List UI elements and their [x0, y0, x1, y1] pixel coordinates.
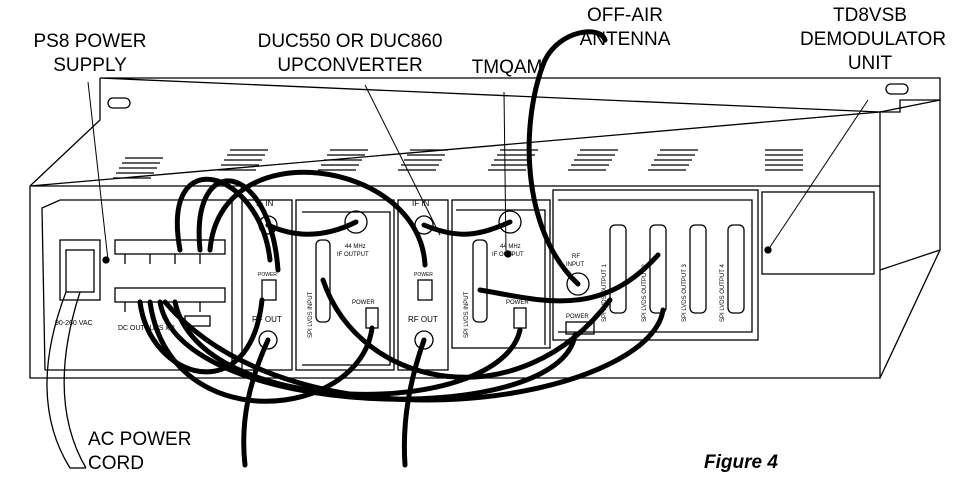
- duc-power-switch: [366, 308, 378, 328]
- ps8-module: [42, 200, 232, 370]
- dc-output-tabs: [125, 254, 200, 264]
- tmqam-if-power-label: POWER: [414, 272, 433, 278]
- spi-lvds-output-2-label: SPI LVDS OUTPUT 2: [642, 264, 648, 322]
- vent-grilles: [113, 150, 803, 178]
- tmqam-if-power-switch: [418, 280, 432, 300]
- tmqam-if-output-label: IF OUTPUT: [492, 252, 524, 258]
- power-supply-voltage-label: 90-260 VAC: [55, 320, 93, 327]
- callout-off-air-antenna: OFF-AIR ANTENNA: [560, 4, 690, 52]
- td8vsb-power-label: POWER: [566, 314, 589, 320]
- callout-ps8-power-supply: PS8 POWER SUPPLY: [25, 30, 155, 78]
- chassis-top: [30, 78, 880, 186]
- spi-lvds-output-4-connector: [728, 225, 744, 313]
- ac-cord-lines: [47, 292, 86, 468]
- tmqam-spi-lvds-input-connector: [473, 240, 487, 322]
- tmqam-spi-lvds-input-label: SPI LVDS INPUT: [464, 291, 470, 338]
- spi-lvds-output-1-label: SPI LVDS OUTPUT 1: [602, 264, 608, 322]
- duc-spi-lvds-input-label: SPI LVDS INPUT: [308, 291, 314, 338]
- rack-slot-left: [108, 98, 130, 108]
- duc-rf-out-label: RF OUT: [252, 315, 282, 324]
- duc-if-output-label: IF OUTPUT: [337, 252, 369, 258]
- cables: [140, 32, 663, 465]
- ac-cord-edge-a: [47, 292, 70, 468]
- callout-td8vsb-demodulator: TD8VSB DEMODULATOR UNIT: [800, 4, 940, 76]
- rf-label: RF: [572, 254, 580, 260]
- tmqam-power-switch: [514, 308, 526, 328]
- chassis-edge: [880, 250, 940, 378]
- if-cable-duc: [268, 222, 356, 234]
- duc-if-power-switch: [262, 280, 276, 300]
- duc-if-power-label: POWER: [258, 272, 277, 278]
- duc-if-output-freq: 44 MHz: [345, 244, 366, 250]
- ac-cord-edge-b: [64, 292, 86, 468]
- ac-inlet-socket: [66, 250, 94, 292]
- tmqam-if-in-label: IF IN: [412, 199, 430, 208]
- callout-ac-power-cord: AC POWER CORD: [88, 428, 191, 476]
- duc-power-label: POWER: [352, 300, 375, 306]
- callout-tmqam: TMQAM: [462, 56, 552, 80]
- leader-ps8: [88, 82, 108, 260]
- rack-slot-right: [886, 84, 908, 94]
- leader-td8vsb: [768, 100, 868, 250]
- input-label: INPUT: [566, 262, 584, 268]
- tmqam-rf-out-label: RF OUT: [408, 315, 438, 324]
- spi-lvds-output-4-label: SPI LVDS OUTPUT 4: [720, 264, 726, 322]
- chassis-side: [880, 100, 940, 270]
- tmqam-power-label: POWER: [506, 300, 529, 306]
- leader-tmqam: [504, 92, 506, 252]
- tmqam-if-output-freq: 44 MHz: [500, 244, 521, 250]
- duc-if-in-label: IF IN: [256, 199, 274, 208]
- spi-lvds-output-2-connector: [650, 225, 666, 313]
- power-cable-1: [177, 179, 270, 260]
- dc-outputs-label: DC OUTPUTS x 8: [118, 325, 175, 332]
- rack-ear-top: [100, 78, 940, 112]
- dc-output-strip-bottom: [115, 288, 225, 302]
- callout-duc-upconverter: DUC550 OR DUC860 UPCONVERTER: [240, 30, 460, 78]
- spi-lvds-output-3-label: SPI LVDS OUTPUT 3: [682, 264, 688, 322]
- spi-lvds-output-3-connector: [690, 225, 706, 313]
- figure-caption: Figure 4: [704, 452, 778, 474]
